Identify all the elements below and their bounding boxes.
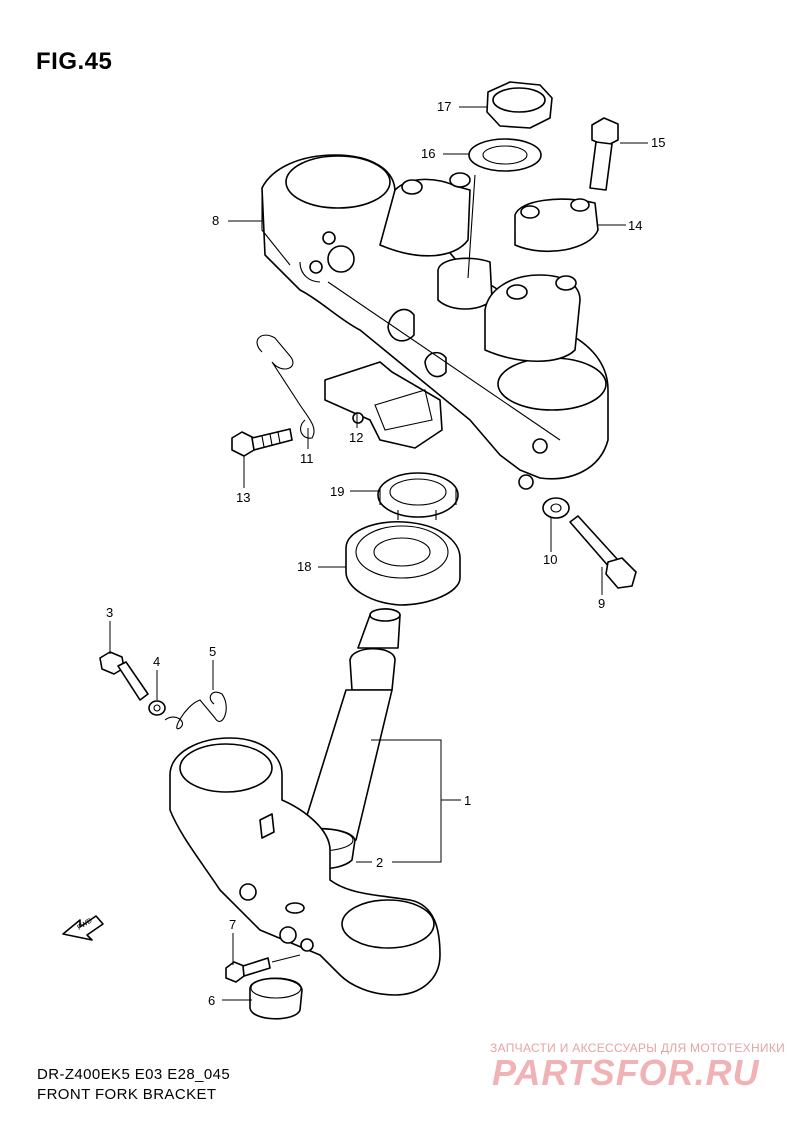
figure-title: FIG.45	[36, 48, 113, 75]
part-number-labels: 17 16 15 8 14 11 12 13 19 18 10 9 3 4 5 …	[106, 99, 665, 1008]
part-label-14: 14	[628, 218, 642, 233]
leader-lines	[109, 106, 648, 1001]
bolt-15-drawing	[589, 117, 619, 191]
part-label-11: 11	[300, 451, 314, 466]
figure-name: FRONT FORK BRACKET	[37, 1086, 217, 1103]
steering-nut-19-drawing	[377, 472, 459, 520]
part-label-5: 5	[209, 644, 216, 659]
model-code: DR-Z400EK5 E03 E28_045	[37, 1066, 231, 1083]
part-label-18: 18	[297, 559, 311, 574]
upper-bracket-drawing	[261, 154, 609, 490]
forward-direction-arrow: FWD	[62, 915, 104, 941]
watermark-logo: PARTSFOR.RU	[492, 1052, 760, 1093]
part-label-16: 16	[421, 146, 435, 161]
bearing-18-drawing	[345, 520, 461, 606]
part-label-2: 2	[376, 855, 383, 870]
nut-and-washer-drawing	[468, 81, 553, 172]
washer-10-and-bolt-9-drawing	[542, 497, 637, 589]
watermark-tagline: ЗАПЧАСТИ И АКСЕССУАРЫ ДЛЯ МОТОТЕХНИКИ	[490, 1041, 786, 1055]
part-label-1: 1	[464, 793, 471, 808]
bolt-7-clamp-6-drawing	[225, 954, 303, 1020]
lower-bracket-drawing	[169, 737, 441, 996]
part-label-17: 17	[437, 99, 451, 114]
part-label-7: 7	[229, 917, 236, 932]
part-label-15: 15	[651, 135, 665, 150]
handlebar-holder-drawing	[514, 198, 599, 253]
part-label-3: 3	[106, 605, 113, 620]
part-label-9: 9	[598, 596, 605, 611]
part-label-19: 19	[330, 484, 344, 499]
cable-guide-12-drawing	[324, 361, 443, 449]
bolt-3-washer-4-clip-5-drawing	[99, 651, 227, 730]
part-label-12: 12	[349, 430, 363, 445]
bolt-13-drawing	[231, 428, 293, 457]
part-label-4: 4	[153, 654, 160, 669]
part-label-13: 13	[236, 490, 250, 505]
clip-11-drawing	[256, 334, 315, 439]
part-label-6: 6	[208, 993, 215, 1008]
part-label-8: 8	[212, 213, 219, 228]
part-label-10: 10	[543, 552, 557, 567]
